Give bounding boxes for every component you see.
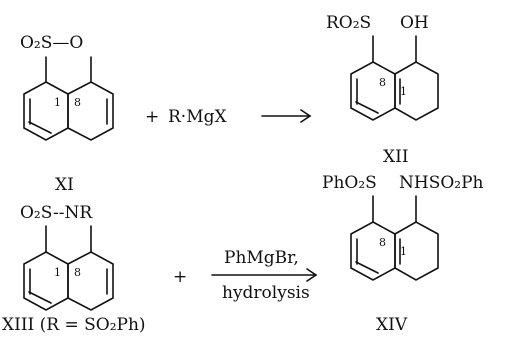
- xiv-ring-number-8: 8: [379, 236, 386, 249]
- structure-XIII: O₂S--NR 1 8 XIII (R = SO₂Ph): [2, 203, 146, 335]
- structure-XIV: PhO₂S NHSO₂Ph 8 1 XIV: [322, 173, 484, 335]
- xi-naphthalene-ring: [23, 81, 114, 141]
- xii-hydroxyl-label: OH: [400, 13, 429, 33]
- xiv-sulfonamide-label: NHSO₂Ph: [399, 173, 484, 193]
- xii-ring-number-1: 1: [400, 85, 407, 98]
- xi-ring-number-8: 8: [74, 96, 81, 109]
- reaction2-plus: +: [173, 267, 187, 287]
- reaction2-arrow: [211, 268, 318, 282]
- structure-XII: RO₂S OH 8 1 XII: [326, 13, 439, 167]
- xi-caption: XI: [55, 175, 74, 195]
- xiii-naphthalene-ring: [23, 251, 114, 311]
- xii-ring-number-8: 8: [379, 76, 386, 89]
- reaction2-reagent-below: hydrolysis: [222, 283, 310, 303]
- xii-sulfonyl-label: RO₂S: [326, 13, 371, 33]
- xiv-naphthalene-ring: [350, 221, 439, 281]
- xiv-caption: XIV: [376, 315, 408, 335]
- reaction1-reagent: R·MgX: [168, 107, 227, 127]
- reaction2-reagent-above: PhMgBr,: [224, 248, 299, 268]
- xiii-sulfonyl-label: O₂S--NR: [20, 203, 93, 223]
- xiv-sulfonyl-label: PhO₂S: [322, 173, 377, 193]
- reaction1-arrow: [261, 109, 312, 123]
- structure-XI: O₂S—O 1 8 XI: [20, 33, 114, 195]
- xiv-ring-number-1: 1: [400, 245, 407, 258]
- xii-naphthalene-ring: [350, 61, 439, 121]
- xiii-ring-number-1: 1: [54, 266, 61, 279]
- xiii-ring-number-8: 8: [74, 266, 81, 279]
- xi-ring-number-1: 1: [54, 96, 61, 109]
- reaction1-plus: +: [145, 107, 159, 127]
- xi-sulfonyl-label: O₂S—O: [20, 33, 83, 53]
- xii-caption: XII: [383, 147, 409, 167]
- xiii-caption: XIII (R = SO₂Ph): [2, 315, 146, 335]
